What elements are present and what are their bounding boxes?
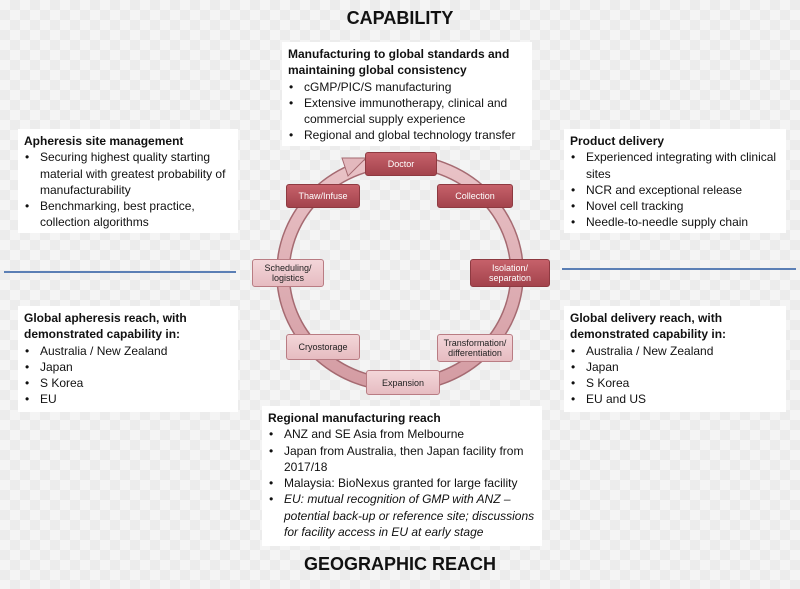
- apheresis-site-list: Securing highest quality starting materi…: [24, 149, 232, 230]
- list-item: Extensive immunotherapy, clinical and co…: [288, 95, 526, 128]
- cycle-arrowhead: [341, 157, 368, 177]
- manufacturing-panel: Manufacturing to global standards and ma…: [282, 42, 532, 146]
- apheresis-site-panel: Apheresis site management Securing highe…: [18, 129, 238, 233]
- cycle-step-scheduling: Scheduling/ logistics: [252, 259, 324, 287]
- manufacturing-list: cGMP/PIC/S manufacturing Extensive immun…: [288, 79, 526, 144]
- list-item: Malaysia: BioNexus granted for large fac…: [268, 475, 536, 492]
- right-divider: [562, 268, 796, 270]
- regional-manufacturing-title: Regional manufacturing reach: [268, 411, 441, 425]
- list-item: EU: mutual recognition of GMP with ANZ –…: [268, 491, 536, 540]
- product-delivery-panel: Product delivery Experienced integrating…: [564, 129, 786, 233]
- global-apheresis-panel: Global apheresis reach, with demonstrate…: [18, 306, 238, 412]
- cycle-step-transformation: Transformation/ differentiation: [437, 334, 513, 362]
- cycle-step-collection: Collection: [437, 184, 513, 208]
- left-divider: [4, 271, 236, 273]
- capability-heading: CAPABILITY: [346, 8, 454, 28]
- cycle-step-cryostorage: Cryostorage: [286, 334, 360, 360]
- product-delivery-title: Product delivery: [570, 134, 665, 148]
- apheresis-site-title: Apheresis site management: [24, 134, 184, 148]
- list-item: Experienced integrating with clinical si…: [570, 149, 780, 182]
- list-item: Japan: [24, 359, 232, 376]
- global-delivery-list: Australia / New Zealand Japan S Korea EU…: [570, 343, 780, 408]
- list-item: EU and US: [570, 391, 780, 408]
- cycle-step-isolation: Isolation/ separation: [470, 259, 550, 287]
- global-apheresis-title: Global apheresis reach, with demonstrate…: [24, 311, 187, 342]
- regional-manufacturing-list: ANZ and SE Asia from Melbourne Japan fro…: [268, 426, 536, 540]
- list-item: ANZ and SE Asia from Melbourne: [268, 426, 536, 443]
- list-item: Regional and global technology transfer: [288, 127, 526, 144]
- list-item: Japan: [570, 359, 780, 376]
- cycle-step-thaw-infuse: Thaw/Infuse: [286, 184, 360, 208]
- list-item: Australia / New Zealand: [24, 343, 232, 360]
- list-item: Australia / New Zealand: [570, 343, 780, 360]
- global-apheresis-list: Australia / New Zealand Japan S Korea EU: [24, 343, 232, 408]
- list-item: Needle-to-needle supply chain: [570, 214, 780, 231]
- regional-manufacturing-panel: Regional manufacturing reach ANZ and SE …: [262, 406, 542, 546]
- list-item: Securing highest quality starting materi…: [24, 149, 232, 198]
- global-delivery-title: Global delivery reach, with demonstrated…: [570, 311, 727, 342]
- list-item: Benchmarking, best practice, collection …: [24, 198, 232, 231]
- list-item: NCR and exceptional release: [570, 182, 780, 199]
- cycle-step-doctor: Doctor: [365, 152, 437, 176]
- list-item: Novel cell tracking: [570, 198, 780, 215]
- list-item: EU: [24, 391, 232, 408]
- list-item: S Korea: [570, 375, 780, 392]
- manufacturing-title: Manufacturing to global standards and ma…: [288, 47, 510, 78]
- cycle-step-expansion: Expansion: [366, 370, 440, 395]
- global-delivery-panel: Global delivery reach, with demonstrated…: [564, 306, 786, 412]
- list-item: S Korea: [24, 375, 232, 392]
- list-item: Japan from Australia, then Japan facilit…: [268, 443, 536, 476]
- geographic-reach-heading: GEOGRAPHIC REACH: [303, 554, 496, 574]
- list-item: cGMP/PIC/S manufacturing: [288, 79, 526, 96]
- product-delivery-list: Experienced integrating with clinical si…: [570, 149, 780, 231]
